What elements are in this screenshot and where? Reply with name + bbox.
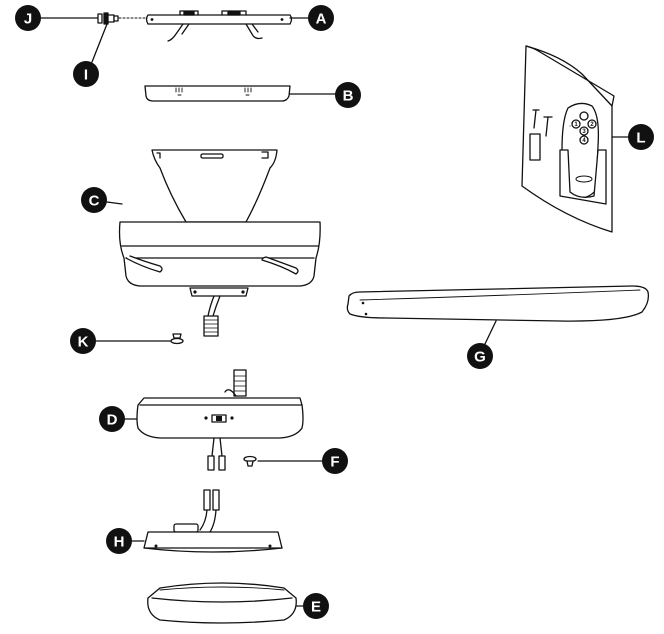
callout-b-letter: B xyxy=(343,88,354,105)
canopy-ring-part-b xyxy=(145,86,336,101)
callout-e: E xyxy=(303,593,329,619)
callout-h: H xyxy=(106,528,132,554)
callout-d-letter: D xyxy=(107,412,118,429)
callout-a: A xyxy=(308,5,334,31)
callout-l-letter: L xyxy=(636,130,645,147)
screw-part-f xyxy=(244,457,322,467)
fan-blade-part-g xyxy=(347,286,648,346)
callout-j-letter: J xyxy=(24,11,32,28)
callout-i-letter: I xyxy=(84,67,88,84)
callout-g: G xyxy=(467,343,493,369)
callout-h-letter: H xyxy=(114,534,125,551)
screw-part-k xyxy=(96,334,183,344)
light-kit-part-h xyxy=(132,490,282,552)
callout-c: C xyxy=(81,187,107,213)
callout-e-letter: E xyxy=(311,599,321,616)
callout-b: B xyxy=(335,82,361,108)
callout-j: J xyxy=(15,5,41,31)
switch-housing-part-d xyxy=(125,370,303,470)
callout-i: I xyxy=(73,61,99,87)
callout-k: K xyxy=(70,328,96,354)
callout-f-letter: F xyxy=(330,454,339,471)
mounting-bracket-part-a xyxy=(147,11,309,41)
glass-bowl-part-e xyxy=(148,583,305,623)
callout-a-letter: A xyxy=(316,11,327,28)
callout-l: L xyxy=(628,124,654,150)
callout-g-letter: G xyxy=(474,349,486,366)
callout-d: D xyxy=(99,406,125,432)
callout-k-letter: K xyxy=(78,334,89,351)
fan-motor-housing-part-c xyxy=(107,150,320,336)
screw-and-washer-parts-i-j xyxy=(40,13,147,62)
remote-control-and-wall-holder-part-l xyxy=(522,46,628,232)
callout-c-letter: C xyxy=(89,193,100,210)
callout-f: F xyxy=(322,448,348,474)
